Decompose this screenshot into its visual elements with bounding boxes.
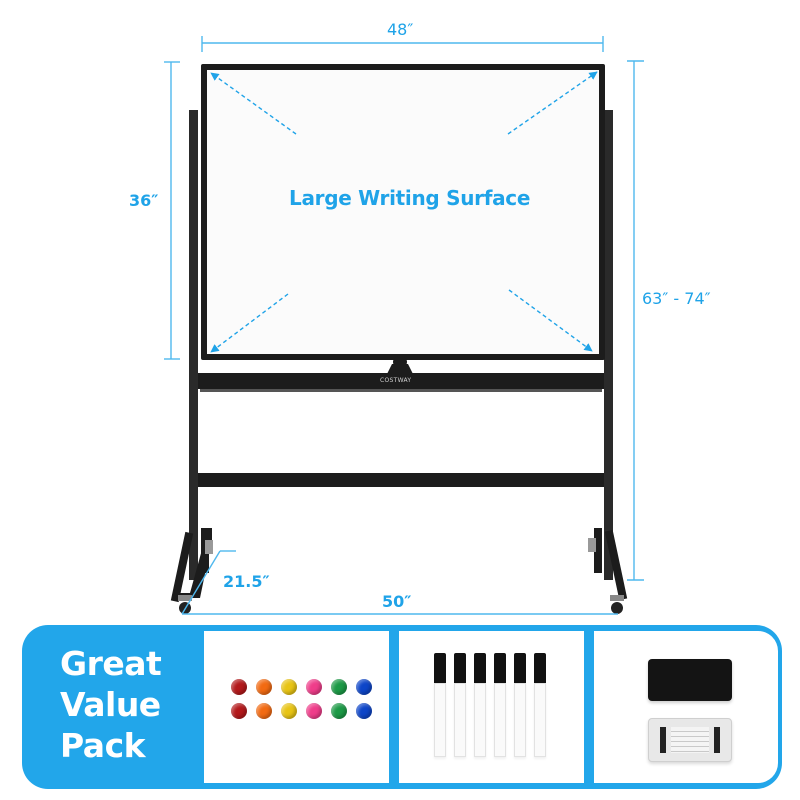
base-depth-label: 21.5″ [223, 572, 270, 591]
pack-title-line: Value [60, 685, 161, 724]
magnet-icon [231, 703, 247, 719]
surface-label: Large Writing Surface [289, 186, 531, 210]
magnet-grid [231, 679, 372, 719]
magnet-icon [356, 703, 372, 719]
marker-pen-icon [473, 653, 486, 757]
base-width-label: 50″ [382, 592, 412, 611]
magnet-icon [281, 679, 297, 695]
marker-pen-icon [513, 653, 526, 757]
eraser-panel [594, 631, 778, 783]
magnet-icon [331, 703, 347, 719]
marker-pen-icon [493, 653, 506, 757]
marker-pen-icon [533, 653, 546, 757]
board-height-label: 36″ [129, 191, 159, 210]
pack-title-line: Pack [60, 726, 146, 765]
eraser-felt-icon [648, 659, 732, 701]
markers-panel [399, 631, 584, 783]
brand-logo: COSTWAY [380, 377, 412, 384]
eraser-holder-icon [648, 718, 732, 762]
marker-pen-icon [433, 653, 446, 757]
whiteboard-illustration [164, 36, 644, 615]
pivot-hub [387, 356, 413, 374]
stand-frame [170, 110, 628, 614]
magnets-panel [204, 631, 389, 783]
magnet-icon [281, 703, 297, 719]
magnet-icon [306, 679, 322, 695]
value-pack-banner: Great Value Pack [22, 625, 782, 789]
magnet-icon [231, 679, 247, 695]
board-width-label: 48″ [387, 20, 414, 39]
pack-title-line: Great [60, 644, 162, 683]
expand-arrows-icon [210, 71, 598, 353]
magnet-icon [306, 703, 322, 719]
magnet-icon [256, 703, 272, 719]
total-height-label: 63″ - 74″ [642, 289, 711, 308]
marker-pen-icon [453, 653, 466, 757]
dimension-lines [164, 36, 644, 615]
magnet-icon [256, 679, 272, 695]
magnet-icon [331, 679, 347, 695]
pack-title: Great Value Pack [60, 643, 210, 766]
magnet-icon [356, 679, 372, 695]
marker-set [433, 653, 546, 757]
